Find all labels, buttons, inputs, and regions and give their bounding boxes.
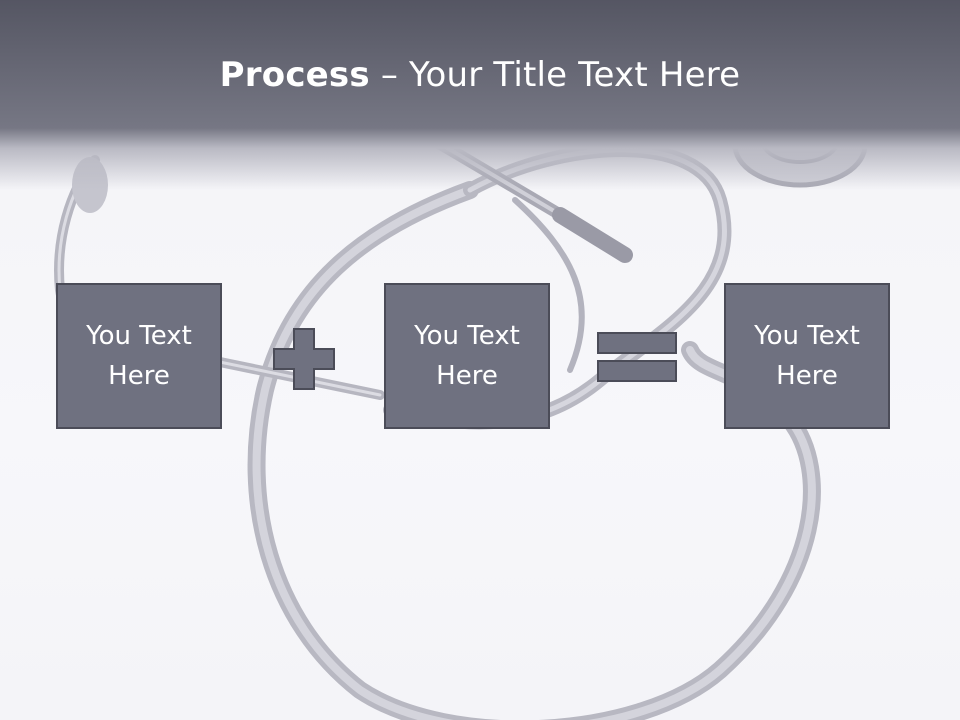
equals-icon <box>597 332 677 382</box>
process-box-1[interactable]: You Text Here <box>56 283 222 429</box>
title-bar <box>0 0 960 190</box>
process-box-2[interactable]: You Text Here <box>384 283 550 429</box>
plus-icon <box>273 328 335 390</box>
title-text: Your Title Text Here <box>409 55 741 95</box>
process-box-2-label: You Text Here <box>414 321 520 391</box>
process-box-3[interactable]: You Text Here <box>724 283 890 429</box>
slide-title[interactable]: Process – Your Title Text Here <box>0 52 960 98</box>
process-box-3-label: You Text Here <box>754 321 860 391</box>
title-bold-word: Process <box>219 55 370 95</box>
title-separator: – <box>369 55 410 95</box>
process-box-1-label: You Text Here <box>86 321 192 391</box>
